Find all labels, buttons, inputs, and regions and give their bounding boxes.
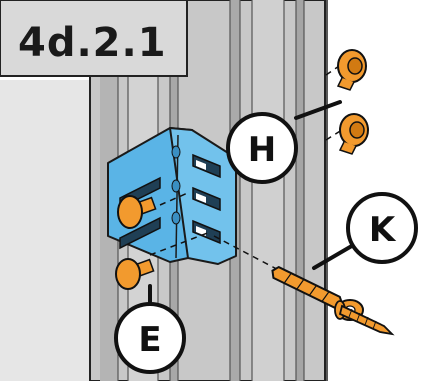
- callout-e-letter: E: [138, 320, 161, 360]
- step-label-box: 4d.2.1: [0, 0, 188, 77]
- mushroom-bolt: [117, 195, 157, 229]
- callout-h-letter: H: [248, 130, 276, 170]
- angle-bracket: [107, 127, 237, 265]
- bracket-slots: [192, 153, 221, 245]
- callout-k: K: [346, 192, 418, 264]
- cover-cap: [336, 49, 367, 91]
- callout-h: H: [226, 112, 298, 184]
- cover-cap: [338, 113, 369, 155]
- screw: [334, 300, 395, 336]
- left-wall-panel: [0, 80, 90, 381]
- mushroom-bolt: [115, 258, 155, 290]
- step-label: 4d.2.1: [18, 20, 167, 66]
- callout-e: E: [114, 302, 186, 374]
- callout-k-letter: K: [369, 210, 397, 250]
